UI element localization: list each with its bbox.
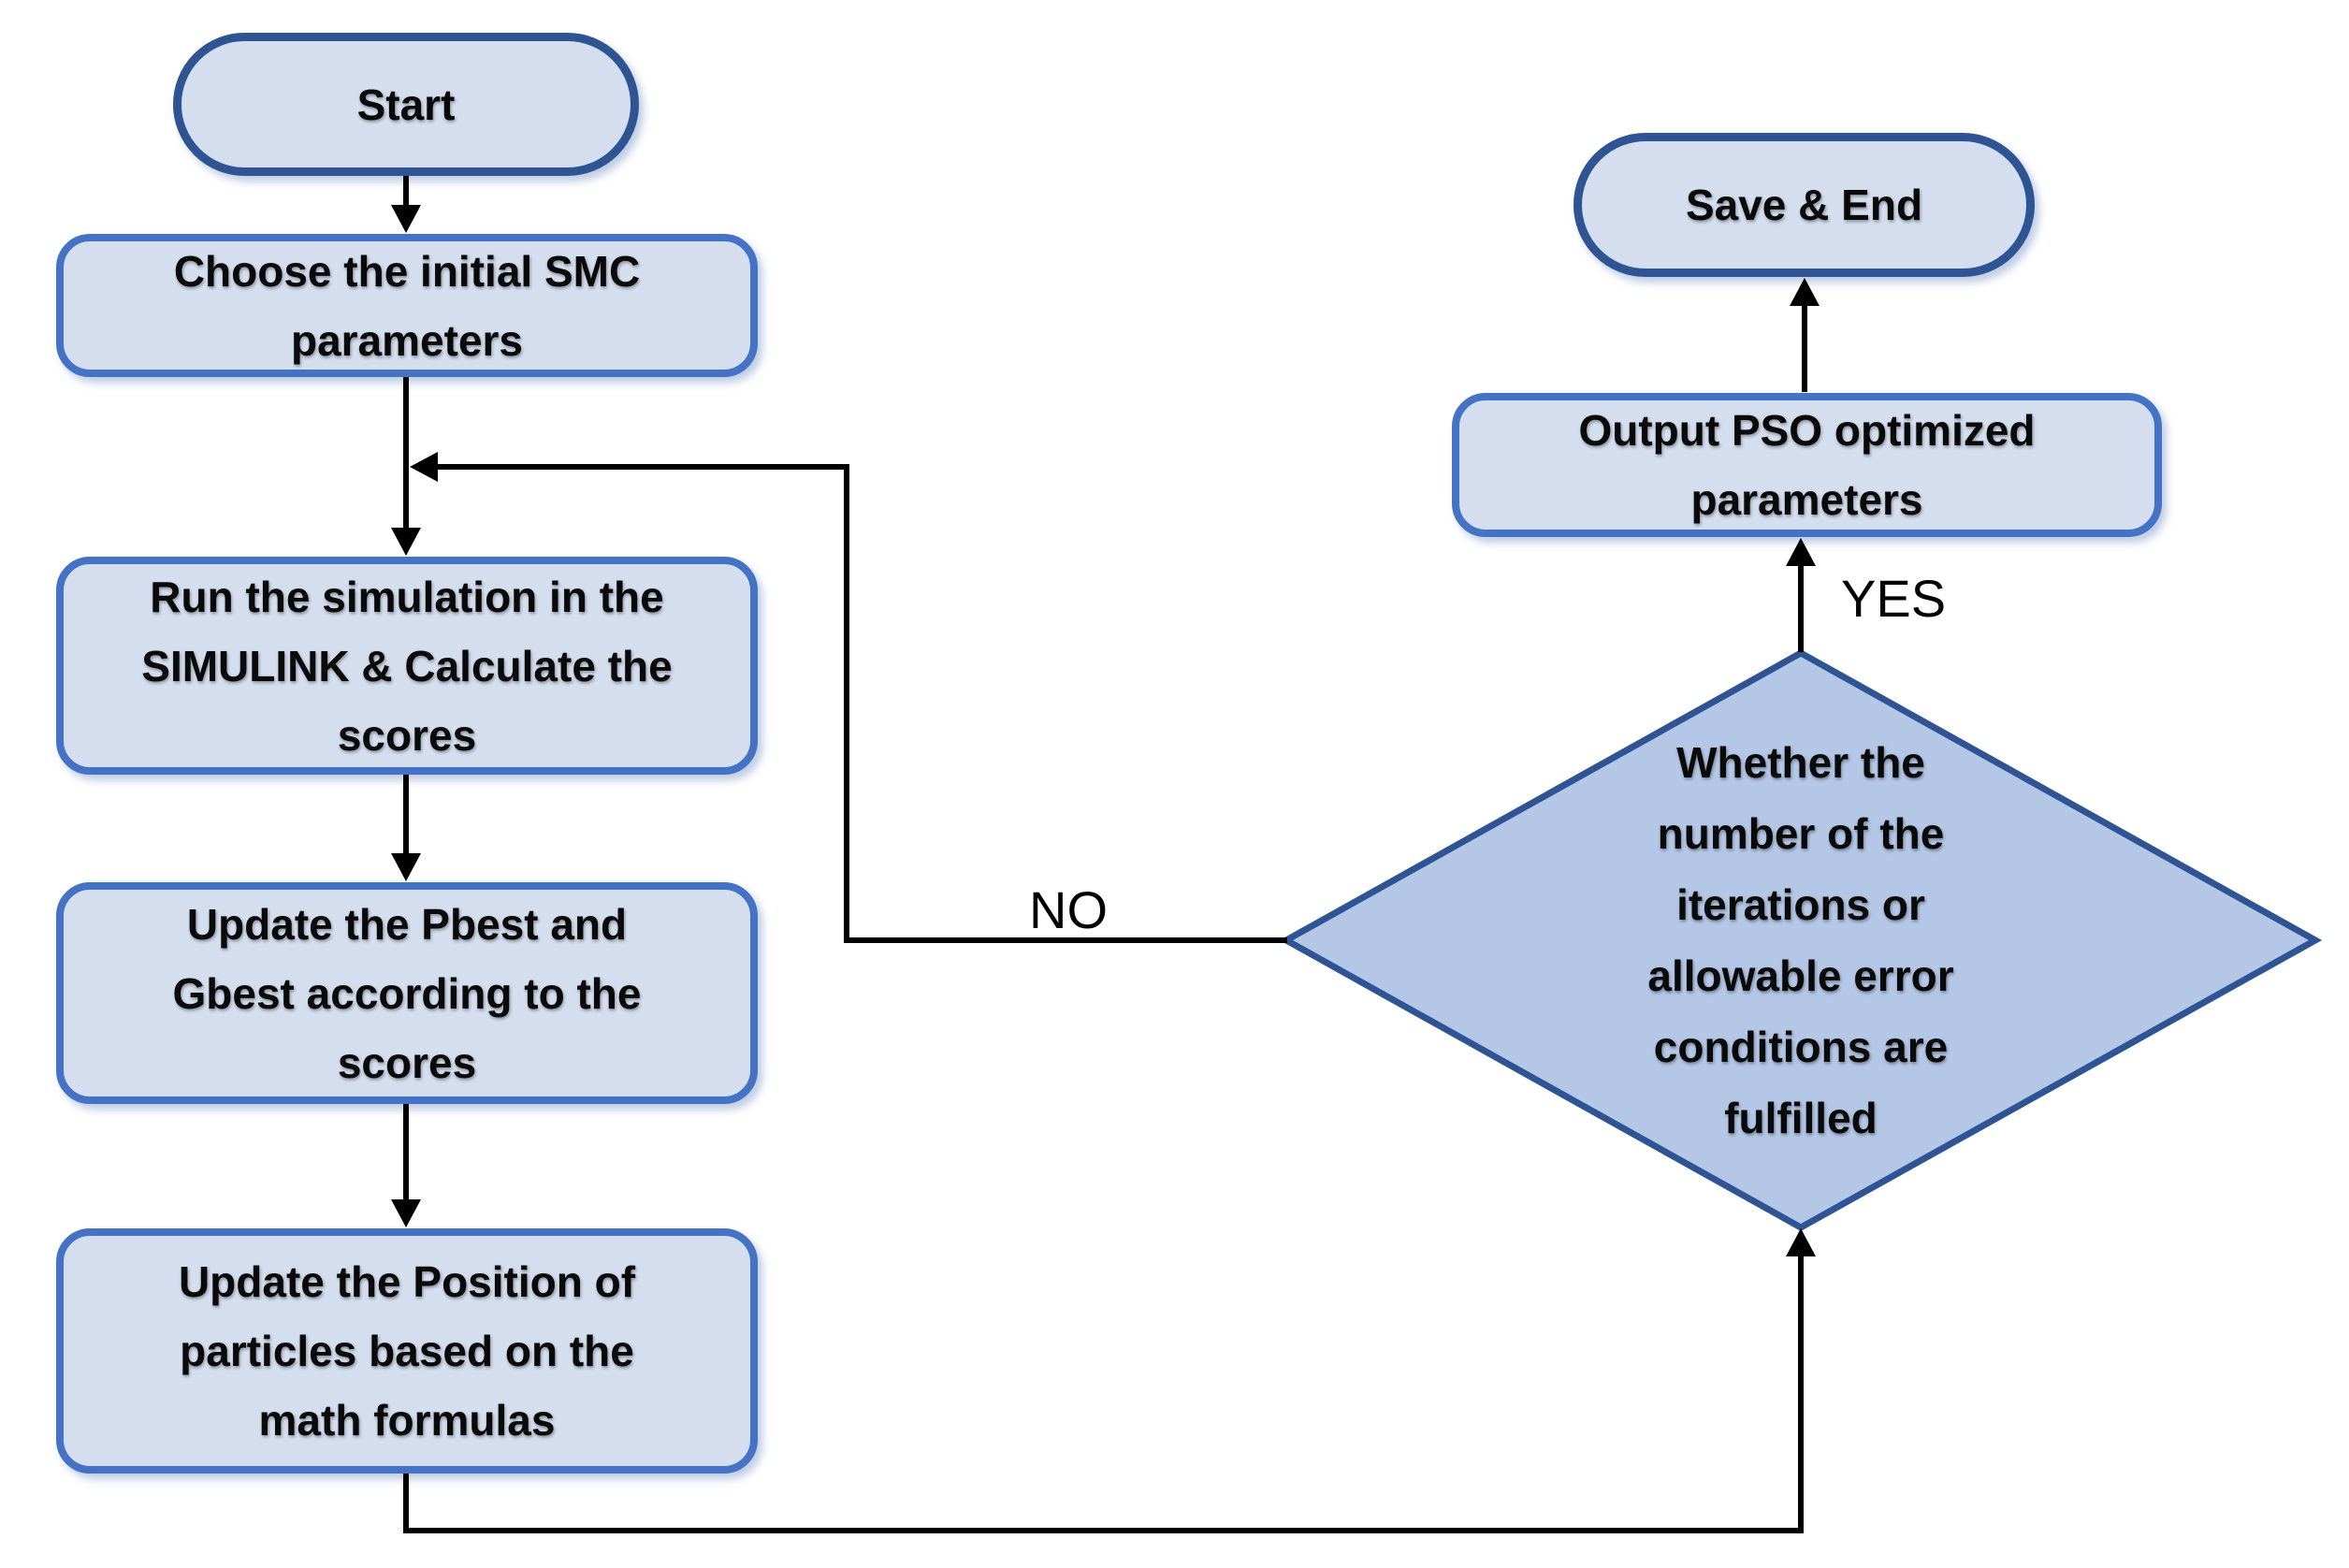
decision-line: number of the <box>1657 809 1945 858</box>
edge-pbest-to-position <box>391 1104 421 1227</box>
node-run-line: SIMULINK & Calculate the <box>141 641 673 690</box>
node-save-end: Save & End <box>1573 133 2035 277</box>
node-choose-line: parameters <box>290 315 524 365</box>
node-run-line: scores <box>337 710 477 760</box>
node-run-simulation: Run the simulation in the SIMULINK & Cal… <box>56 557 758 775</box>
node-output-line: Output PSO optimized <box>1578 406 2036 455</box>
decision-line: iterations or <box>1676 880 1925 929</box>
node-output-pso-parameters: Output PSO optimized parameters <box>1452 393 2162 537</box>
node-start: Start <box>173 33 639 176</box>
decision-line: fulfilled <box>1724 1094 1878 1142</box>
node-start-label: Start <box>356 80 456 129</box>
node-output-line: parameters <box>1690 475 1923 524</box>
edge-start-to-choose <box>391 176 421 233</box>
node-update-particle-position: Update the Position of particles based o… <box>56 1228 758 1474</box>
edge-label-yes: YES <box>1841 569 1947 628</box>
node-position-line: math formulas <box>258 1396 556 1445</box>
node-decision-label: Whether the number of the iterations or … <box>1473 725 2128 1155</box>
node-position-line: particles based on the <box>180 1327 634 1375</box>
edge-output-to-save-end <box>1790 278 1820 392</box>
node-pbest-line: scores <box>337 1038 477 1087</box>
node-run-line: Run the simulation in the <box>150 572 664 621</box>
edge-choose-to-run <box>391 377 421 556</box>
edge-decision-yes-to-output <box>1786 538 1816 652</box>
node-choose-line: Choose the initial SMC <box>173 246 641 296</box>
node-pbest-line: Gbest according to the <box>172 968 642 1018</box>
decision-line: Whether the <box>1676 738 1925 787</box>
node-save-end-label: Save & End <box>1685 181 1923 229</box>
decision-line: allowable error <box>1647 951 1954 1000</box>
decision-line: conditions are <box>1653 1023 1949 1071</box>
node-update-pbest-gbest: Update the Pbest and Gbest according to … <box>56 882 758 1104</box>
node-pbest-line: Update the Pbest and <box>186 899 628 949</box>
edge-label-no: NO <box>1029 880 1108 939</box>
node-choose-initial-smc-parameters: Choose the initial SMC parameters <box>56 234 758 377</box>
node-position-line: Update the Position of <box>178 1257 636 1306</box>
edge-run-to-pbest <box>391 775 421 881</box>
